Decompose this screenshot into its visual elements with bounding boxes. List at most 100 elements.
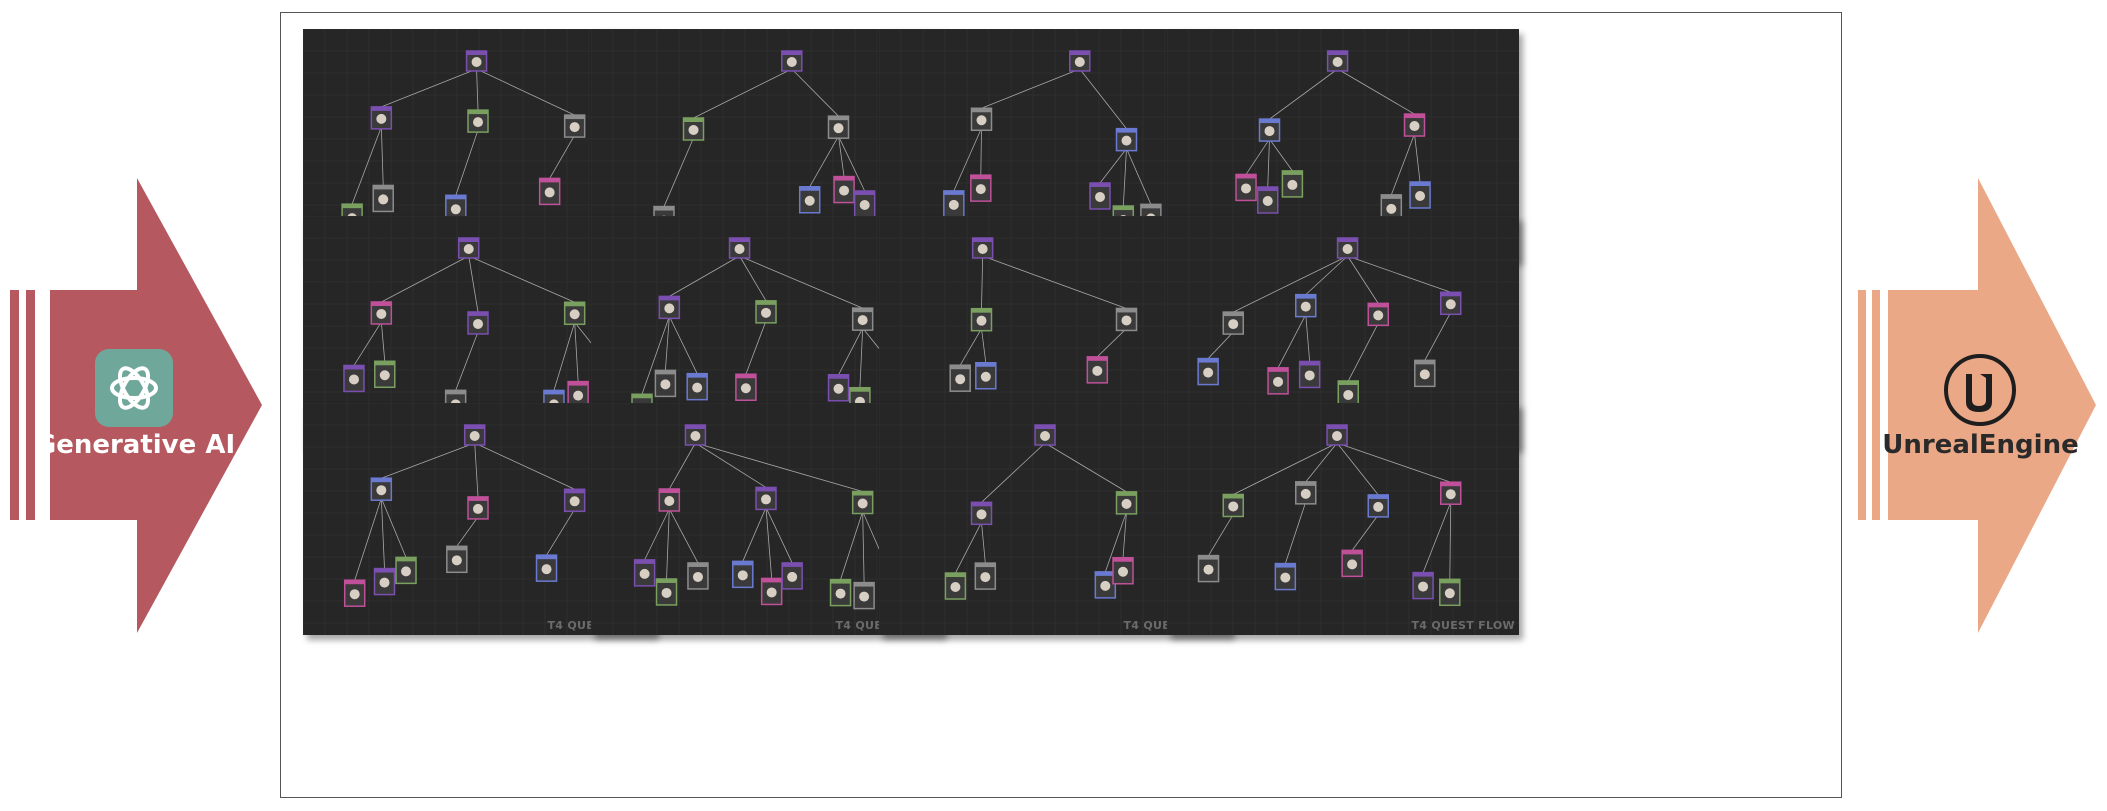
- connector-line: [663, 137, 694, 207]
- connector-line: [1449, 502, 1452, 580]
- portrait-icon: [660, 379, 671, 390]
- graph-node-header: [1116, 128, 1137, 133]
- portrait-icon: [379, 370, 390, 381]
- connector-line: [739, 255, 863, 309]
- graph-node-header: [1368, 494, 1389, 499]
- connector-line: [1044, 442, 1127, 493]
- graph-node-header: [659, 296, 680, 301]
- graph-node-header: [568, 381, 589, 386]
- connector-line: [381, 255, 469, 303]
- connector-line: [468, 255, 575, 303]
- connector-line: [981, 255, 984, 309]
- portrait-icon: [734, 244, 745, 254]
- portrait-icon: [573, 390, 584, 401]
- graph-node-header: [1116, 491, 1137, 496]
- portrait-icon: [688, 125, 699, 136]
- graph-node-header: [445, 390, 466, 395]
- portrait-icon: [786, 57, 797, 67]
- connector-line: [1347, 255, 1379, 304]
- graph-node-header: [834, 176, 855, 181]
- connector-line: [1277, 314, 1307, 369]
- graph-node-header: [687, 373, 708, 378]
- graph-node-header: [466, 51, 487, 55]
- panel-watermark: T4 QUEST FLOW: [1411, 619, 1515, 632]
- connector-line: [791, 68, 839, 117]
- graph-node-header: [536, 555, 557, 560]
- portrait-icon: [761, 307, 771, 318]
- graph-node-header: [854, 191, 875, 196]
- graph-node-header: [1414, 360, 1435, 365]
- graph-node-header: [1116, 308, 1137, 313]
- portrait-icon: [664, 495, 675, 506]
- connector-line: [1208, 514, 1234, 556]
- graph-node-header: [1069, 51, 1090, 55]
- graph-node-header: [634, 559, 655, 564]
- graph-node-header: [756, 487, 776, 492]
- graph-node-header: [1259, 119, 1280, 124]
- connector-line: [1337, 68, 1415, 115]
- graph-node-header: [683, 118, 704, 123]
- portrait-icon: [1445, 299, 1456, 310]
- connector-line: [862, 511, 865, 583]
- portrait-icon: [975, 184, 986, 195]
- graph-node-header: [687, 562, 708, 567]
- graph-node-header: [1413, 572, 1434, 577]
- connector-line: [955, 522, 982, 574]
- graph-node-header: [849, 387, 870, 392]
- portrait-icon: [1445, 489, 1456, 500]
- portrait-icon: [1287, 179, 1298, 190]
- graph-node-header: [1295, 294, 1316, 299]
- connector-line: [668, 442, 696, 490]
- node-graph: [1167, 29, 1519, 261]
- portrait-icon: [950, 582, 961, 593]
- openai-logo-icon: [95, 349, 173, 427]
- connector-line: [809, 135, 839, 187]
- graph-node-header: [1223, 494, 1244, 499]
- portrait-icon: [787, 571, 798, 582]
- portrait-icon: [349, 589, 360, 600]
- portrait-icon: [664, 303, 675, 314]
- portrait-icon: [1373, 501, 1384, 512]
- graph-node-header: [828, 116, 849, 121]
- connector-line: [1207, 331, 1234, 359]
- connector-line: [1347, 323, 1379, 382]
- graph-node-header: [1404, 114, 1425, 119]
- node-graph: [591, 403, 943, 635]
- portrait-icon: [737, 570, 748, 581]
- connector-line: [838, 136, 845, 177]
- connector-line: [1305, 255, 1348, 295]
- connector-line: [380, 321, 386, 362]
- graph-node-header: [1095, 571, 1116, 576]
- graph-node-header: [396, 557, 417, 562]
- portrait-icon: [401, 566, 412, 577]
- connector-line: [1414, 133, 1421, 183]
- portrait-icon: [1121, 315, 1132, 326]
- portrait-icon: [348, 374, 359, 385]
- portrait-icon: [1040, 431, 1051, 441]
- portrait-icon: [463, 244, 474, 254]
- quest-flow-panel: T4 QUEST FLOW: [1167, 403, 1519, 635]
- connector-line: [1267, 139, 1270, 188]
- graph-node-header: [374, 568, 395, 573]
- connector-line: [980, 128, 982, 176]
- connector-line: [1269, 138, 1293, 172]
- portrait-icon: [569, 122, 580, 133]
- connector-line: [474, 442, 479, 497]
- portrait-icon: [833, 123, 844, 134]
- graph-node-header: [632, 394, 653, 399]
- connector-line: [981, 522, 986, 564]
- connector-line: [953, 128, 982, 192]
- graph-node-header: [1275, 563, 1296, 568]
- connector-line: [380, 126, 384, 186]
- connector-line: [1336, 442, 1451, 483]
- connector-line: [380, 498, 407, 558]
- portrait-icon: [1347, 559, 1358, 570]
- graph-node-header: [373, 185, 394, 190]
- graph-node-header: [971, 108, 992, 113]
- graph-node-header: [1236, 174, 1257, 179]
- connector-line: [765, 507, 793, 564]
- portrait-icon: [544, 187, 555, 198]
- portrait-icon: [1304, 370, 1315, 381]
- connector-line: [1079, 68, 1127, 129]
- portrait-icon: [859, 591, 870, 602]
